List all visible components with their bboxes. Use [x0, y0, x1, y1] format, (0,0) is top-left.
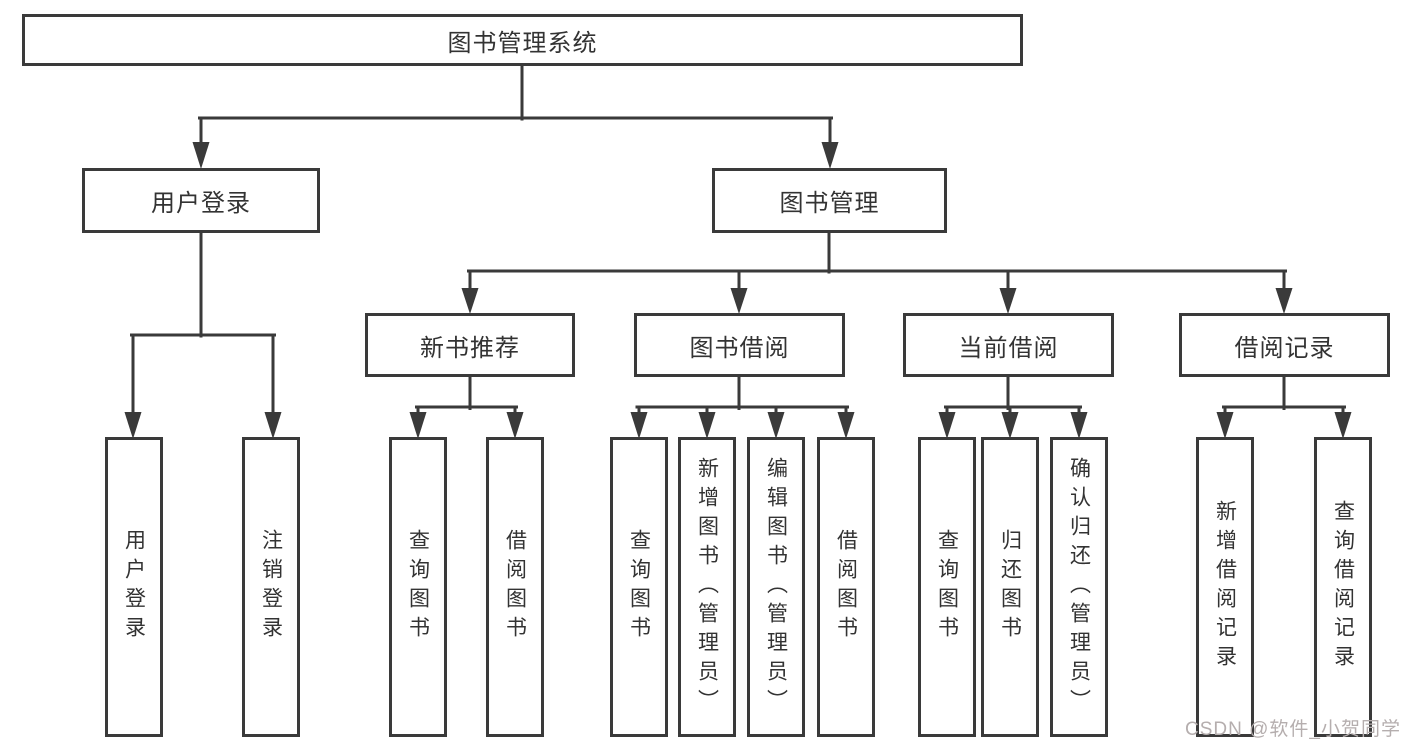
leaf-record-add-label: 新增借阅记录 — [1213, 500, 1237, 674]
leaf-borrow-borrow-books-label: 借阅图书 — [834, 529, 858, 645]
leaf-recommend-query-books: 查询图书 — [389, 437, 447, 737]
leaf-user-login: 用户登录 — [105, 437, 163, 737]
leaf-record-add: 新增借阅记录 — [1196, 437, 1254, 737]
node-new-book-recommend-label: 新书推荐 — [420, 334, 520, 362]
leaf-borrow-query-books: 查询图书 — [610, 437, 668, 737]
leaf-recommend-borrow-books: 借阅图书 — [486, 437, 544, 737]
node-new-book-recommend: 新书推荐 — [365, 313, 575, 377]
arrowheads — [124, 142, 1352, 439]
leaf-current-query-books-label: 查询图书 — [935, 529, 959, 645]
node-current-borrow: 当前借阅 — [903, 313, 1114, 377]
leaf-logout: 注销登录 — [242, 437, 300, 737]
node-borrow-record-label: 借阅记录 — [1234, 334, 1335, 362]
leaf-recommend-borrow-books-label: 借阅图书 — [503, 529, 527, 645]
watermark: CSDN @软件_小贺同学 — [1185, 719, 1401, 740]
leaf-record-query-label: 查询借阅记录 — [1331, 500, 1355, 674]
leaf-logout-label: 注销登录 — [259, 529, 283, 645]
leaf-current-confirm-return: 确认归还（管理员） — [1050, 437, 1108, 737]
leaf-current-return-books: 归还图书 — [981, 437, 1039, 737]
node-root-label: 图书管理系统 — [447, 29, 598, 57]
leaf-current-confirm-return-label: 确认归还（管理员） — [1067, 456, 1091, 718]
node-book-borrow: 图书借阅 — [634, 313, 845, 377]
node-current-borrow-label: 当前借阅 — [958, 334, 1059, 362]
leaf-recommend-query-books-label: 查询图书 — [406, 529, 430, 645]
leaf-borrow-edit-books: 编辑图书（管理员） — [747, 437, 805, 737]
node-user-login: 用户登录 — [82, 168, 320, 233]
node-user-login-label: 用户登录 — [151, 190, 251, 217]
leaf-borrow-edit-books-label: 编辑图书（管理员） — [764, 456, 788, 718]
leaf-borrow-add-books: 新增图书（管理员） — [678, 437, 736, 737]
leaf-record-query: 查询借阅记录 — [1314, 437, 1372, 737]
node-book-borrow-label: 图书借阅 — [689, 334, 790, 362]
leaf-borrow-query-books-label: 查询图书 — [627, 529, 651, 645]
node-root: 图书管理系统 — [22, 14, 1023, 66]
leaf-borrow-add-books-label: 新增图书（管理员） — [695, 456, 719, 718]
leaf-borrow-borrow-books: 借阅图书 — [817, 437, 875, 737]
leaf-current-query-books: 查询图书 — [918, 437, 976, 737]
node-book-management-label: 图书管理 — [779, 190, 880, 217]
leaf-current-return-books-label: 归还图书 — [998, 529, 1022, 645]
node-book-management: 图书管理 — [712, 168, 947, 233]
leaf-user-login-label: 用户登录 — [122, 529, 146, 645]
node-borrow-record: 借阅记录 — [1179, 313, 1390, 377]
